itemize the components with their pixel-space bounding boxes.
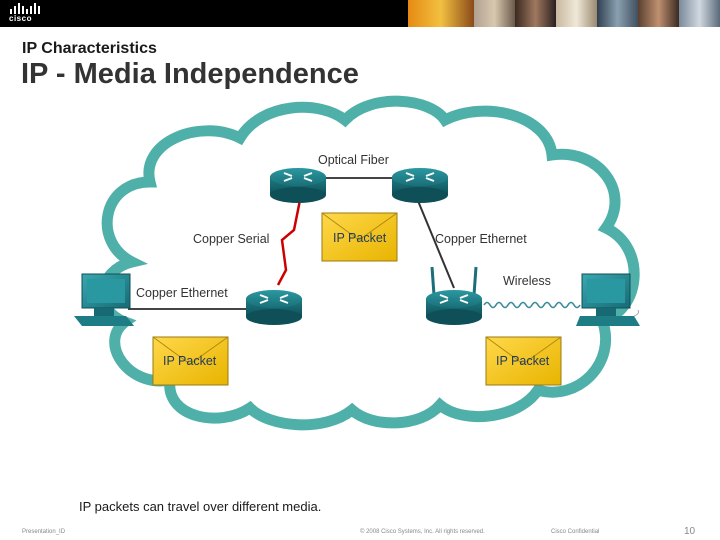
optical-fiber-label: Optical Fiber	[318, 153, 389, 167]
copper-serial-label: Copper Serial	[193, 232, 269, 246]
top-bar: cisco	[0, 0, 720, 27]
computer-icon	[74, 273, 134, 326]
ip-packet-label: IP Packet	[163, 354, 217, 368]
computer-icon	[576, 273, 640, 326]
people-photo	[637, 0, 679, 27]
cisco-logo: cisco	[8, 3, 44, 23]
footer-confidential: Cisco Confidential	[551, 529, 600, 535]
wireless-router-icon	[426, 266, 482, 325]
people-photo	[408, 0, 474, 27]
copper-ethernet-left-label: Copper Ethernet	[136, 286, 228, 300]
router-icon	[392, 168, 448, 203]
slide-title: IP - Media Independence	[21, 58, 359, 90]
slide-subtitle: IP Characteristics	[22, 40, 157, 57]
cisco-bars-icon	[10, 3, 40, 14]
copper-ethernet-right-label: Copper Ethernet	[435, 232, 527, 246]
router-icon	[246, 290, 302, 325]
photo-strip	[408, 0, 720, 27]
ip-packet-label: IP Packet	[333, 231, 387, 245]
ip-packet: IP Packet	[485, 336, 562, 386]
footer-presentation-id: Presentation_ID	[22, 529, 66, 535]
page-number: 10	[684, 526, 696, 537]
cisco-wordmark: cisco	[9, 14, 32, 23]
wireless-signal	[483, 301, 581, 309]
router-icon	[270, 168, 326, 203]
copper-serial-link	[276, 199, 302, 286]
ip-packet-label: IP Packet	[496, 354, 550, 368]
wireless-label: Wireless	[503, 274, 551, 288]
copper-ethernet-link	[415, 195, 455, 289]
ip-packet: IP Packet	[321, 212, 398, 262]
people-photo	[678, 0, 720, 27]
people-photo	[555, 0, 597, 27]
slide-caption: IP packets can travel over different med…	[79, 499, 322, 514]
ip-packet: IP Packet	[152, 336, 229, 386]
people-photo	[473, 0, 515, 27]
people-photo	[514, 0, 556, 27]
footer-copyright: © 2008 Cisco Systems, Inc. All rights re…	[360, 529, 485, 535]
people-photo	[596, 0, 638, 27]
